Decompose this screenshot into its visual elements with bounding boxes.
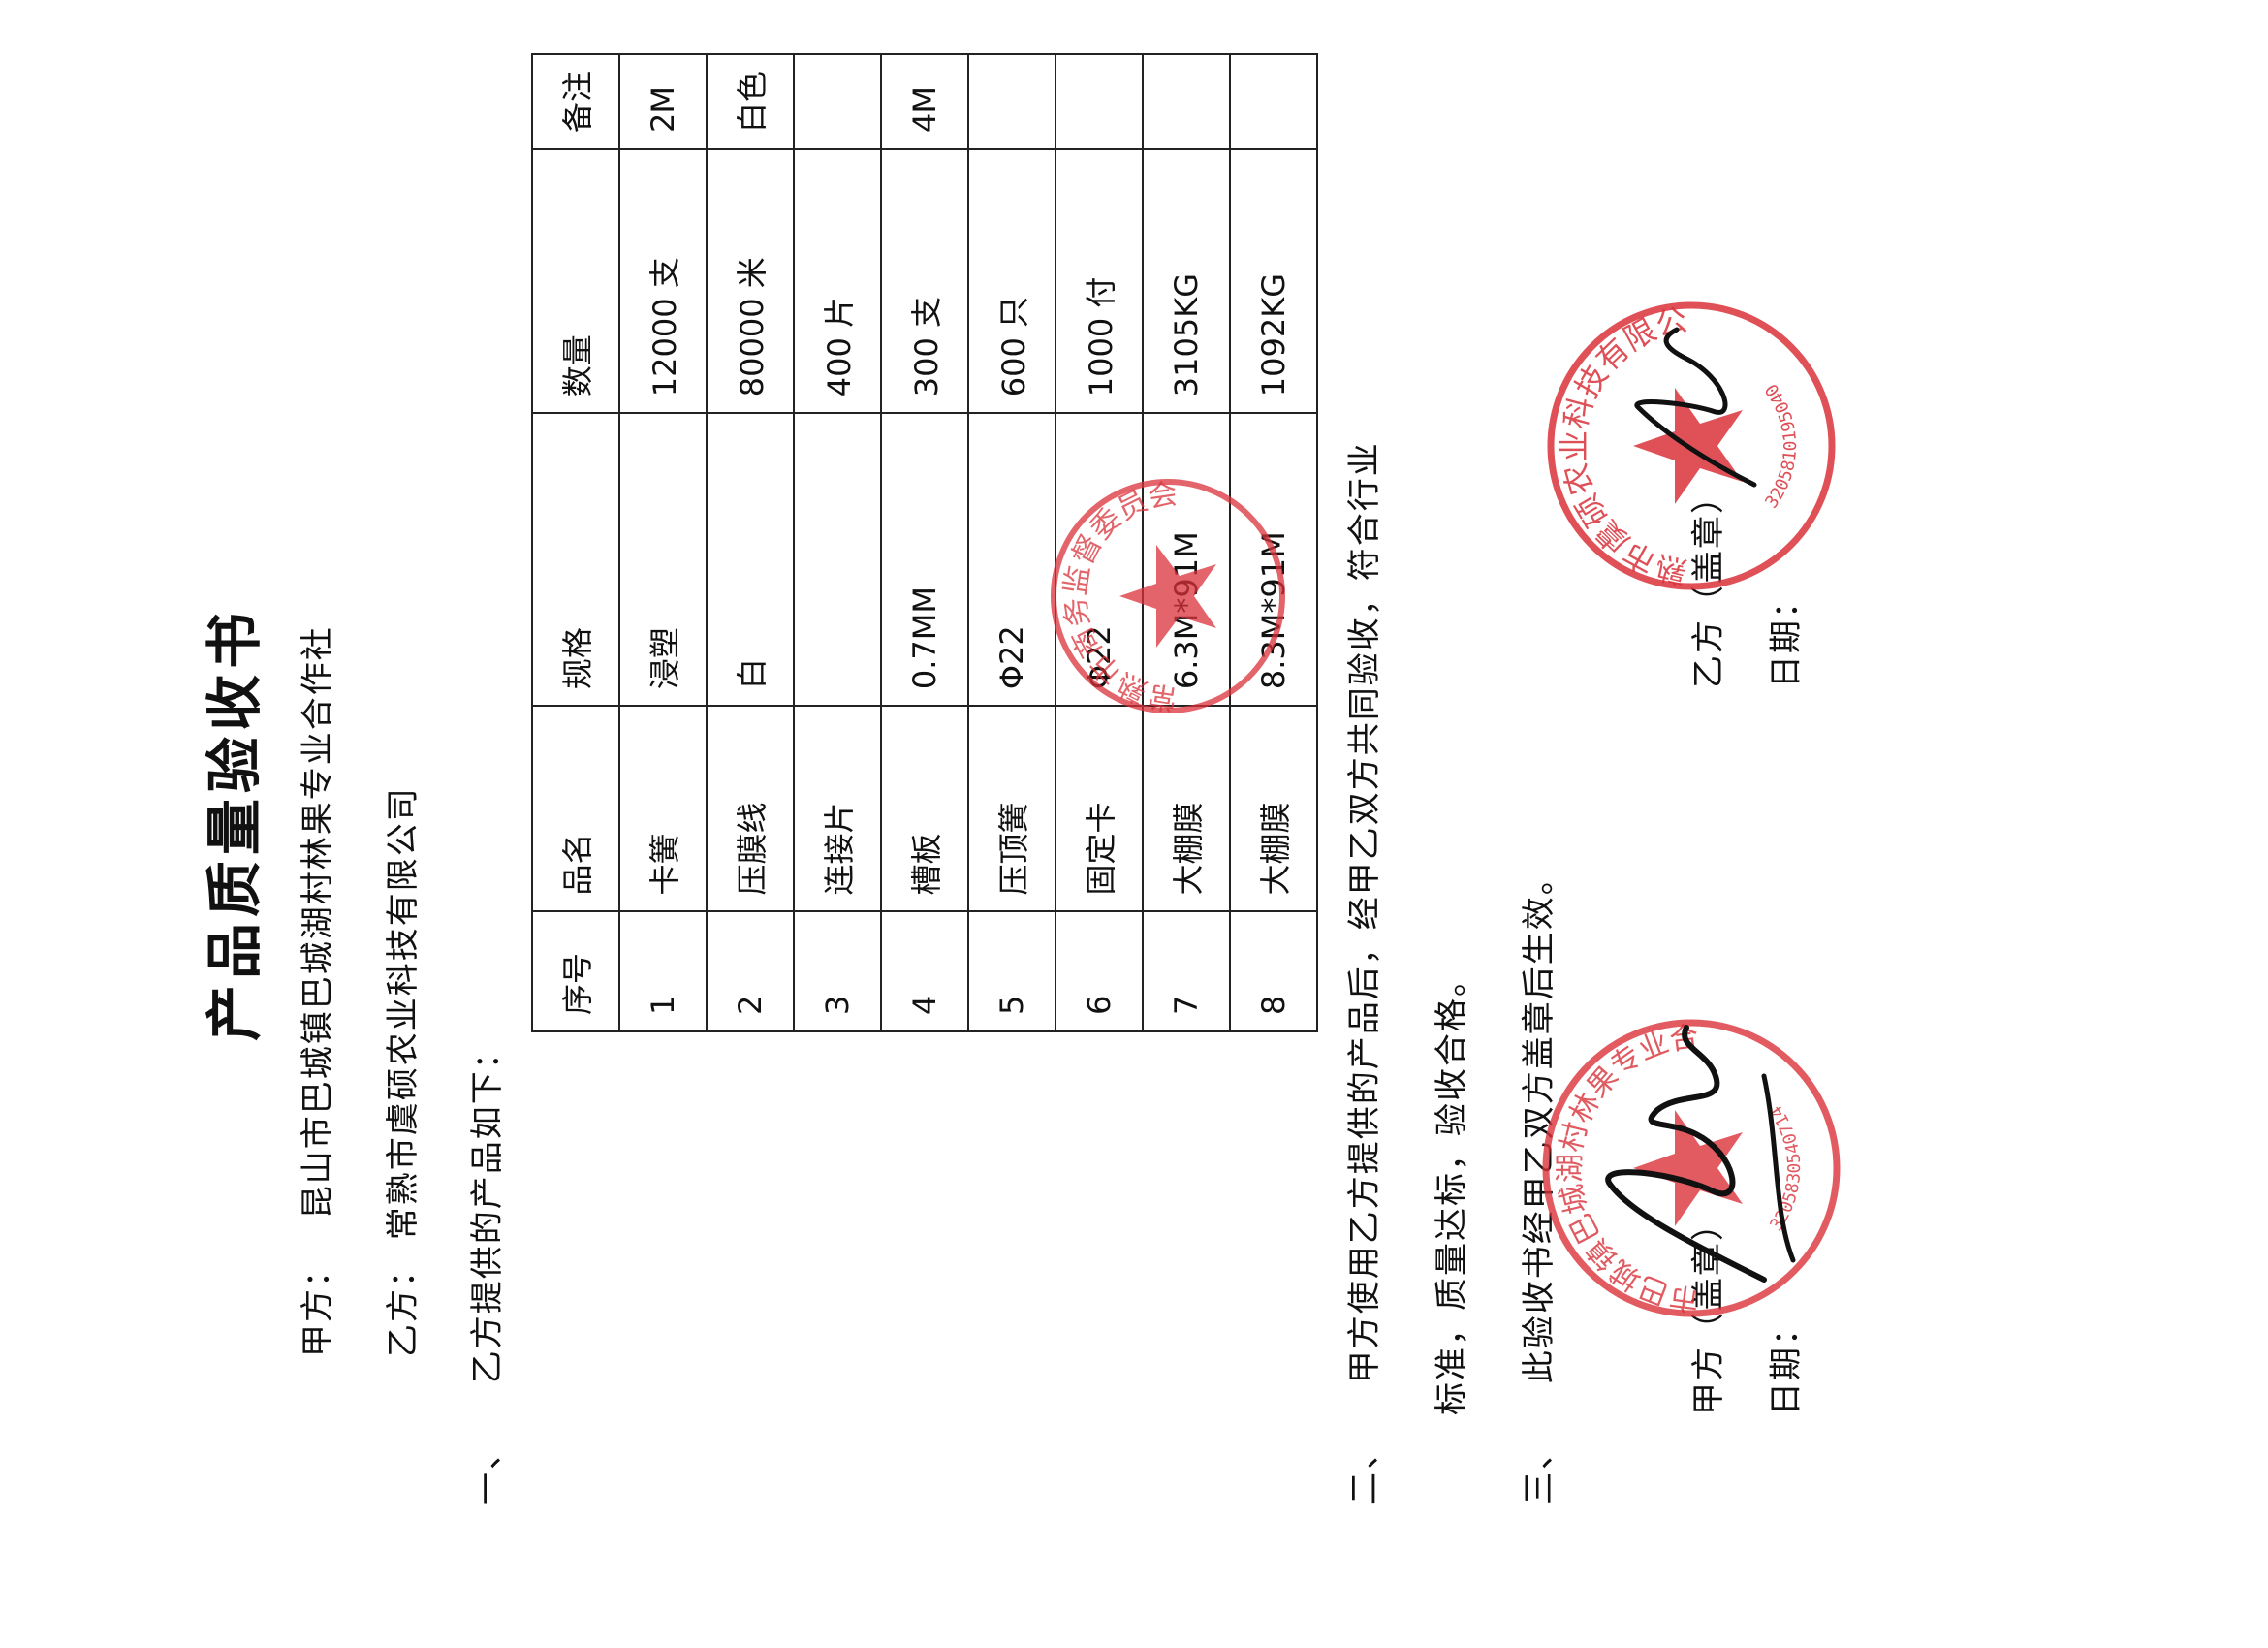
cell-remark: 4M [881, 54, 968, 150]
cell-remark [1143, 54, 1230, 150]
cell-product-name: 大棚膜 [1143, 706, 1230, 912]
table-header-row: 序号 品名 规格 数量 备注 [532, 54, 619, 1031]
cell-remark [794, 54, 881, 150]
cell-remark [1230, 54, 1317, 150]
cell-index: 7 [1143, 911, 1230, 1031]
cell-product-name: 压膜线 [707, 706, 794, 912]
clause-2-text-1: 甲方使用乙方提供的产品后，经甲乙双方共同验收，符合行业 [1345, 441, 1384, 1384]
cell-spec: 白 [707, 413, 794, 707]
table-row: 4 槽板 0.7MM 300 支 4M [881, 54, 968, 1031]
cell-quantity: 400 片 [794, 149, 881, 414]
cell-product-name: 大棚膜 [1230, 706, 1317, 912]
table-row: 1 卡簧 浸塑 12000 支 2M [619, 54, 707, 1031]
clause-3-number: 三、 [1520, 1435, 1559, 1505]
cell-remark: 白色 [707, 54, 794, 150]
cell-product-name: 连接片 [794, 706, 881, 912]
party-b-seal: 常熟市虞硕农业科技有限公司 3205810195040 [1536, 301, 1836, 601]
clause-1-number: 一、 [468, 1435, 507, 1505]
party-a-seal: 昆山市巴城镇巴城湖村林果专业合作社 3205830540714 [1531, 1019, 1841, 1328]
clause-2-number: 二、 [1345, 1435, 1384, 1505]
cell-quantity: 300 支 [881, 149, 968, 414]
party-a-handwritten-signature [1605, 1025, 1796, 1283]
cell-index: 1 [619, 911, 707, 1031]
header-index: 序号 [532, 911, 619, 1031]
table-row: 3 连接片 400 片 [794, 54, 881, 1031]
cell-index: 6 [1055, 911, 1143, 1031]
party-b-name: 常熟市虞硕农业科技有限公司 [384, 786, 423, 1241]
cell-spec: 浸塑 [619, 413, 707, 707]
cell-remark [1055, 54, 1143, 150]
cell-remark [968, 54, 1055, 150]
cell-product-name: 固定卡 [1055, 706, 1143, 912]
cell-index: 8 [1230, 911, 1317, 1031]
cell-product-name: 槽板 [881, 706, 968, 912]
clause-1-text: 乙方提供的产品如下： [468, 1034, 507, 1384]
header-remark: 备注 [532, 54, 619, 150]
party-a-name: 昆山市巴城镇巴城湖村林果专业合作社 [299, 625, 337, 1220]
cell-index: 3 [794, 911, 881, 1031]
seal-mid-star-icon [1119, 545, 1216, 648]
cell-spec: 0.7MM [881, 413, 968, 707]
cell-index: 2 [707, 911, 794, 1031]
party-b-label: 乙方： [384, 1252, 423, 1357]
clause-2-line-1: 二、 甲方使用乙方提供的产品后，经甲乙双方共同验收，符合行业 [1338, 441, 1385, 1505]
seal-a-star-icon [1633, 1110, 1743, 1226]
party-a-label: 甲方： [299, 1252, 337, 1357]
header-product-name: 品名 [532, 706, 619, 912]
header-spec: 规格 [532, 413, 619, 707]
cell-product-name: 压顶簧 [968, 706, 1055, 912]
cell-spec [794, 413, 881, 707]
clause-1: 一、 乙方提供的产品如下： [460, 1034, 508, 1505]
cell-quantity: 12000 支 [619, 149, 707, 414]
document-title: 产品质量验收书 [202, 607, 268, 1042]
middle-seal: 常熟市商务监督委员会 [1051, 477, 1285, 715]
cell-remark: 2M [619, 54, 707, 150]
cell-product-name: 卡簧 [619, 706, 707, 912]
party-b-line: 乙方： 常熟市虞硕农业科技有限公司 [376, 786, 424, 1357]
table-row: 2 压膜线 白 80000 米 白色 [707, 54, 794, 1031]
cell-quantity: 1000 付 [1055, 149, 1143, 414]
cell-quantity: 600 只 [968, 149, 1055, 414]
cell-quantity: 3105KG [1143, 149, 1230, 414]
cell-quantity: 1092KG [1230, 149, 1317, 414]
party-b-handwritten-signature [1634, 327, 1757, 488]
party-a-line: 甲方： 昆山市巴城镇巴城湖村林果专业合作社 [291, 625, 338, 1357]
clause-2-line-2: 标准，质量达标，验收合格。 [1433, 962, 1471, 1415]
cell-quantity: 80000 米 [707, 149, 794, 414]
cell-index: 4 [881, 911, 968, 1031]
header-quantity: 数量 [532, 149, 619, 414]
cell-index: 5 [968, 911, 1055, 1031]
